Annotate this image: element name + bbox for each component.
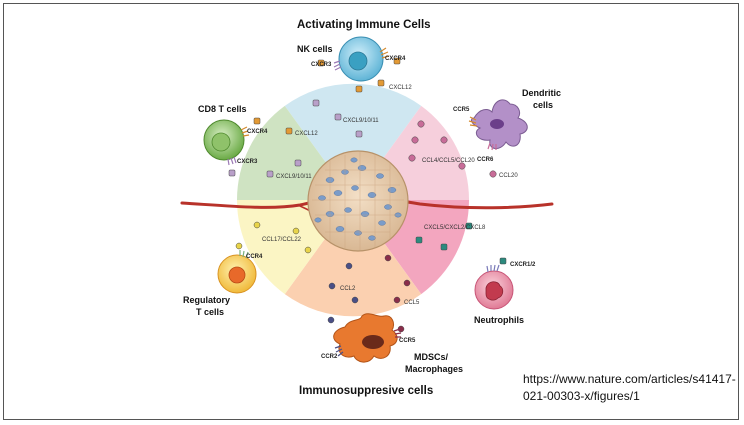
receptor-treg-ccr4: CCR4 [246, 254, 263, 260]
treg-cell [217, 250, 257, 294]
sector-mdsc [284, 200, 422, 317]
chemokine-neutro-cxcl: CXCL5/CXCL2/CXCL8 [424, 225, 486, 231]
chemokine-nk-cxcl12: CXCL12 [389, 85, 412, 91]
receptor-dc-ccr6: CCR6 [477, 157, 494, 163]
sector-nk [284, 83, 422, 200]
mdsc-cell [333, 313, 402, 363]
receptor-nk-cxcr4: CXCR4 [385, 56, 406, 62]
label-dendritic-line2: cells [533, 100, 553, 110]
nk-cell [333, 36, 390, 82]
label-mdsc-line2: Macrophages [405, 364, 463, 374]
chemokine-cd8-cxcl9: CXCL9/10/11 [276, 174, 312, 180]
chemokine-mdsc-ccl2: CCL2 [340, 286, 356, 292]
title-activating: Activating Immune Cells [297, 19, 431, 31]
label-neutrophils: Neutrophils [474, 315, 524, 325]
cd8-t-cell [203, 119, 250, 166]
chemokine-cd8-cxcl12: CXCL12 [295, 131, 318, 137]
receptor-mdsc-ccr2: CCR2 [321, 354, 338, 360]
tumor-mass [307, 150, 409, 252]
chemokine-mdsc-ccl5: CCL5 [404, 300, 420, 306]
label-mdsc-line1: MDSCs/ [414, 352, 449, 362]
chemokine-dots [228, 57, 507, 333]
label-dendritic-line1: Dendritic [522, 88, 561, 98]
figure-frame [3, 3, 739, 420]
dendritic-cell [468, 99, 528, 151]
label-nk-cells: NK cells [297, 44, 333, 54]
receptor-neutro-cxcr1-2: CXCR1/2 [510, 262, 536, 268]
chemokine-nk-cxcl9: CXCL9/10/11 [343, 118, 379, 124]
receptor-cd8-cxcr4: CXCR4 [247, 129, 268, 135]
label-cd8-t-cells: CD8 T cells [198, 104, 247, 114]
neutrophil-cell [474, 264, 514, 310]
label-treg-line1: Regulatory [183, 295, 230, 305]
source-url: https://www.nature.com/articles/s41417-0… [523, 372, 736, 403]
receptor-cd8-cxcr3: CXCR3 [237, 159, 258, 165]
receptor-mdsc-ccr5: CCR5 [399, 338, 416, 344]
chemokine-dc-ccl4: CCL4/CCL5/CCL20 [422, 158, 475, 164]
title-immunosuppressive: Immunosuppresive cells [299, 385, 433, 397]
receptor-dc-ccr5: CCR5 [453, 107, 470, 113]
receptor-nk-cxcr3: CXCR3 [311, 62, 332, 68]
label-treg-line2: T cells [196, 307, 224, 317]
chemokine-treg-ccl17: CCL17/CCL22 [262, 237, 302, 243]
chemokine-dc-ccl20: CCL20 [499, 173, 518, 179]
